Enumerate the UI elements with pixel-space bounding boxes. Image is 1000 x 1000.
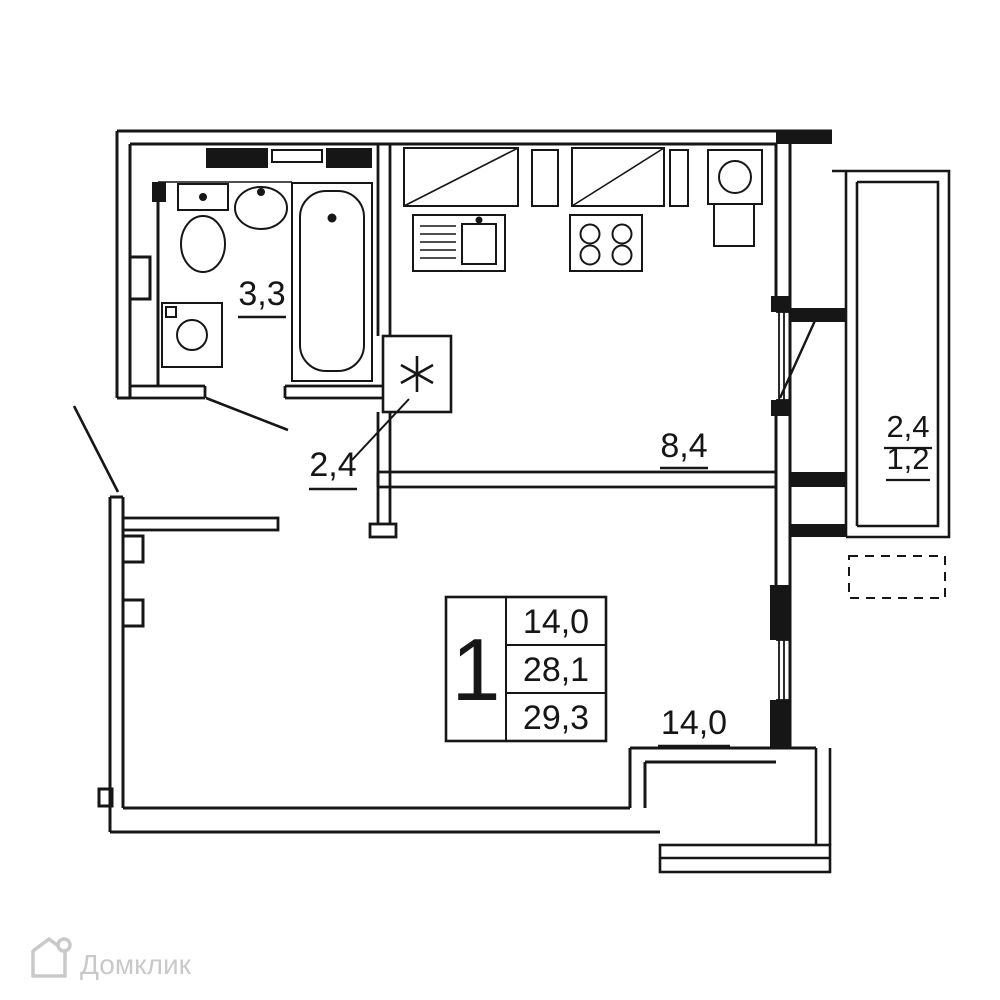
exterior-walls [97, 129, 832, 834]
burner [611, 223, 633, 245]
hallway-area-label: 2,4 [309, 446, 356, 484]
washbasin-faucet-icon [257, 188, 265, 196]
watermark-brand: Домклик [80, 949, 192, 980]
bathtub-faucet-icon [327, 213, 337, 223]
burner [611, 244, 633, 266]
toilet-tank [177, 183, 229, 211]
stove [569, 214, 643, 272]
rooms-count: 1 [452, 620, 501, 719]
kitchen-area-label: 8,4 [660, 427, 707, 465]
washing-machine-door [176, 319, 208, 351]
interior-walls [121, 144, 776, 539]
room-window [778, 640, 785, 700]
top-wall-fixtures [206, 147, 689, 207]
wall-pipe [97, 787, 114, 808]
window-cabinet [403, 147, 519, 207]
bathtub [291, 182, 373, 382]
burner [579, 223, 601, 245]
vent-shaft [381, 334, 453, 414]
washing-machine-panel [165, 306, 177, 318]
vent-asterisk-icon [400, 356, 434, 392]
washbasin [234, 186, 288, 230]
balcony [790, 169, 951, 599]
hallway-leader-line [351, 398, 410, 461]
cabinet [669, 149, 689, 207]
boiler-unit [707, 149, 763, 205]
boiler-fan-icon [718, 160, 752, 194]
washing-machine [161, 302, 223, 368]
balcony-reduced-area-label: 1,2 [886, 441, 929, 476]
window-cabinet [571, 147, 665, 207]
burner [579, 244, 601, 266]
apartment-info-box: 1 14,0 28,1 29,3 [444, 595, 608, 743]
toilet-flush-button [199, 193, 207, 201]
boiler-cabinet [713, 203, 755, 247]
bathroom-area-label: 3,3 [238, 275, 285, 313]
stair-core [658, 748, 832, 874]
room-area-label: 14,0 [661, 704, 727, 742]
total-area-value: 29,3 [523, 699, 589, 737]
kitchen-sink [461, 223, 497, 265]
cabinet [531, 149, 559, 207]
kitchen-faucet-icon [475, 216, 483, 224]
watermark: Домклик [31, 937, 192, 980]
balcony-area-label: 2,4 [886, 409, 929, 444]
window-swing-line [778, 313, 820, 399]
entrance-door-leaf [72, 405, 120, 493]
wall-duct [128, 255, 152, 301]
bathtub-inner [299, 190, 365, 372]
balcony-dashed-outline [848, 555, 946, 599]
wall-pier [206, 148, 268, 168]
living-area-value: 14,0 [523, 603, 589, 641]
kitchen-window [778, 312, 785, 400]
kitchen-counter [412, 214, 506, 272]
right-wall-windows [770, 296, 820, 748]
kitchen-fixtures [412, 149, 763, 272]
area-without-balcony-value: 28,1 [523, 651, 589, 689]
domclick-logo-icon [31, 937, 72, 978]
doors [72, 396, 289, 493]
wall-pier [326, 148, 372, 168]
bathroom-fixtures [161, 182, 373, 382]
bathroom-door-leaf [205, 396, 289, 432]
wall-niche-upper [121, 534, 145, 564]
shelf [271, 149, 323, 163]
wall-niche-lower [121, 598, 145, 628]
toilet-bowl [180, 215, 226, 273]
counter-drainboard [420, 225, 456, 259]
area-labels: 3,3 2,4 8,4 14,0 2,4 1,2 [238, 275, 932, 748]
